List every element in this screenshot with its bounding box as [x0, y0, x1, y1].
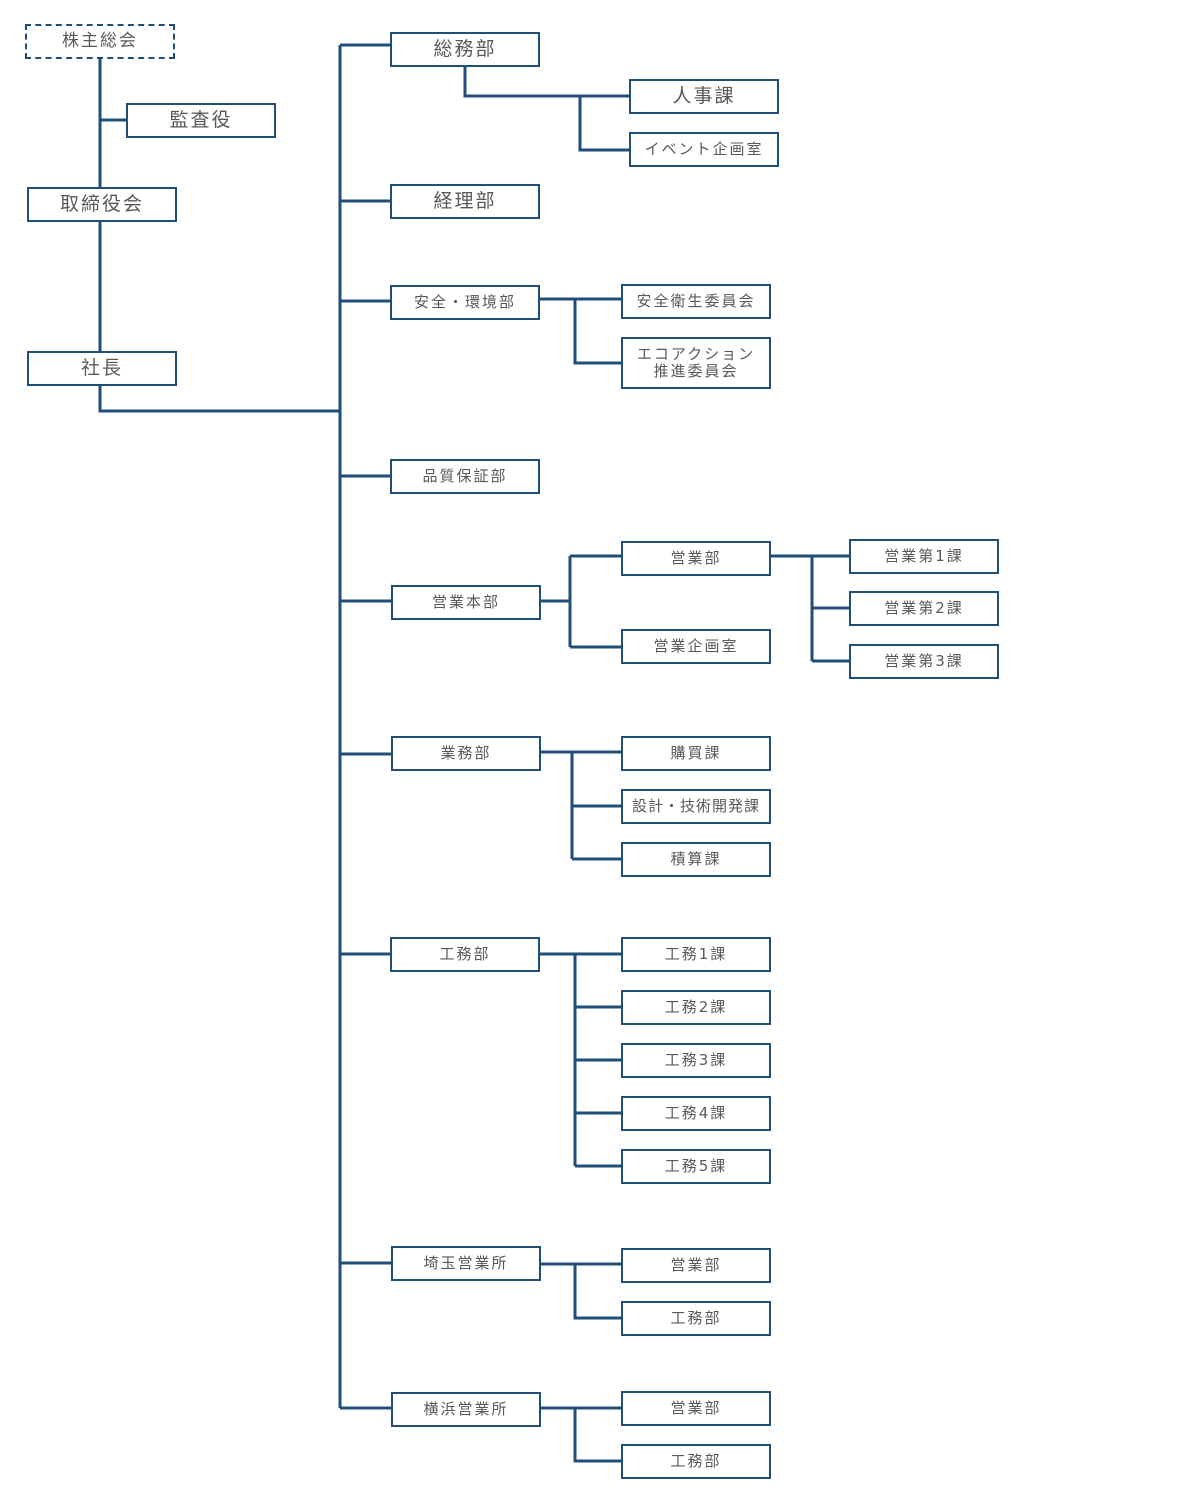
- saitama-sales-dept-node: 営業部: [621, 1248, 771, 1283]
- sales-section-1-node: 営業第1課: [849, 539, 999, 574]
- yokohama-branch-connector: [541, 1406, 621, 1463]
- health-safety-committee-node: 安全衛生委員会: [621, 284, 771, 319]
- estimation-section-node: 積算課: [621, 842, 771, 877]
- quality-assurance-dept-node: 品質保証部: [390, 459, 540, 494]
- yokohama-sales-dept-node: 営業部: [621, 1391, 771, 1426]
- general-affairs-dept-node: 総務部: [390, 32, 540, 67]
- sales-section-3-node: 営業第3課: [849, 644, 999, 679]
- sales-planning-office-node: 営業企画室: [621, 629, 771, 664]
- anzen-branch-connector: [540, 297, 621, 365]
- yokohama-branch-node: 横浜営業所: [391, 1392, 541, 1427]
- construction-dept-node: 工務部: [390, 937, 540, 972]
- construction-section-5-node: 工務5課: [621, 1149, 771, 1184]
- construction-section-2-node: 工務2課: [621, 990, 771, 1025]
- saitama-construction-dept-node: 工務部: [621, 1301, 771, 1336]
- eco-action-committee-node: エコアクション 推進委員会: [621, 337, 771, 389]
- saitama-branch-node: 埼玉営業所: [391, 1246, 541, 1281]
- accounting-dept-node: 経理部: [390, 184, 540, 219]
- president-link-connector: [98, 386, 340, 413]
- yokohama-construction-dept-node: 工務部: [621, 1444, 771, 1479]
- sales-section-2-node: 営業第2課: [849, 591, 999, 626]
- construction-section-3-node: 工務3課: [621, 1043, 771, 1078]
- auditor-node: 監査役: [126, 103, 276, 138]
- design-tech-dev-section-node: 設計・技術開発課: [621, 789, 771, 824]
- purchasing-section-node: 購買課: [621, 736, 771, 771]
- event-planning-office-node: イベント企画室: [629, 132, 779, 167]
- board-of-directors-node: 取締役会: [27, 187, 177, 222]
- construction-section-4-node: 工務4課: [621, 1096, 771, 1131]
- somubu-branch-connector: [463, 67, 629, 152]
- sales-dept-node: 営業部: [621, 541, 771, 576]
- eigyobu-branch-connector: [771, 554, 849, 663]
- president-node: 社長: [27, 351, 177, 386]
- komubu-branch-connector: [540, 952, 621, 1168]
- shareholders-meeting-node: 株主総会: [25, 24, 175, 59]
- construction-section-1-node: 工務1課: [621, 937, 771, 972]
- sales-headquarters-node: 営業本部: [391, 585, 541, 620]
- eigyohonbu-branch-connector: [541, 554, 621, 649]
- saitama-branch-connector: [541, 1262, 621, 1320]
- safety-environment-dept-node: 安全・環境部: [390, 285, 540, 320]
- operations-dept-node: 業務部: [391, 736, 541, 771]
- hr-section-node: 人事課: [629, 79, 779, 114]
- gyomubu-branch-connector: [541, 750, 621, 861]
